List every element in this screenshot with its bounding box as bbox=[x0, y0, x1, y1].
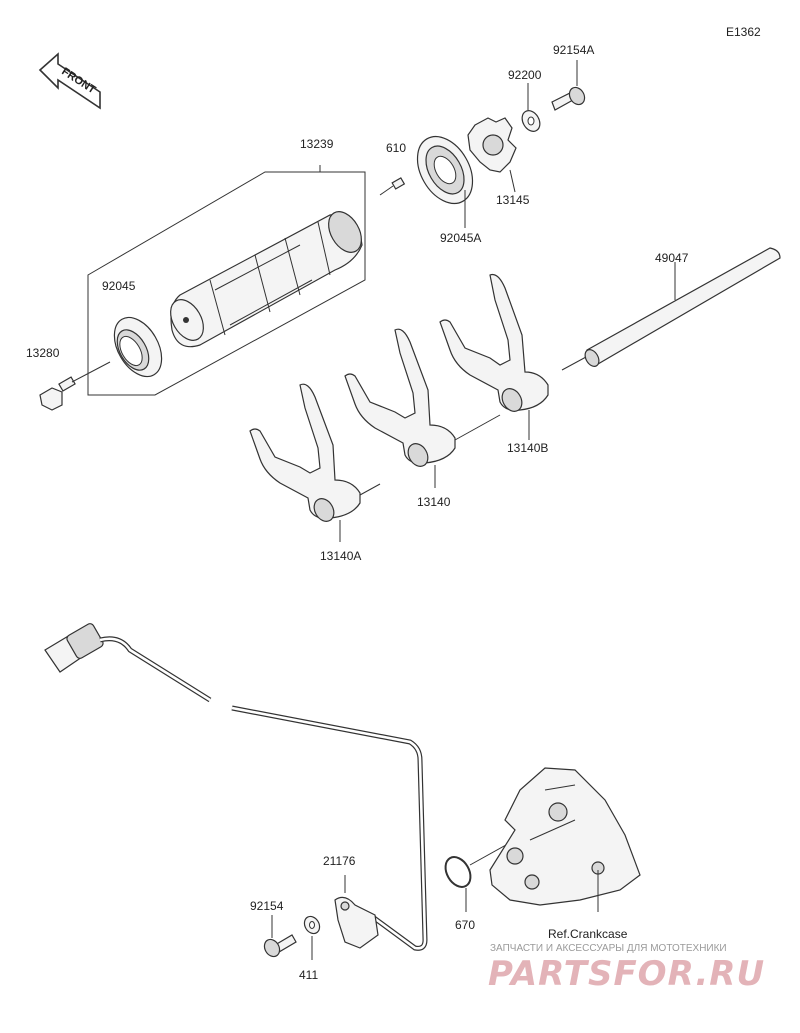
pin-610 bbox=[379, 177, 406, 196]
washer-92200 bbox=[521, 83, 541, 132]
label-610: 610 bbox=[386, 141, 406, 155]
label-92154: 92154 bbox=[250, 899, 284, 913]
bolt-92154 bbox=[263, 915, 297, 958]
crankcase-reference bbox=[489, 767, 641, 912]
fork-13140 bbox=[344, 328, 456, 488]
fork-13140B bbox=[439, 273, 549, 440]
cam-13145 bbox=[467, 117, 517, 193]
diagram-code: E1362 bbox=[726, 25, 761, 39]
label-13145: 13145 bbox=[496, 193, 530, 207]
bolt-92154A bbox=[551, 60, 586, 111]
label-92045A: 92045A bbox=[440, 231, 481, 245]
label-49047: 49047 bbox=[655, 251, 689, 265]
label-13140A: 13140A bbox=[320, 549, 361, 563]
label-92200: 92200 bbox=[508, 68, 542, 82]
label-13140B: 13140B bbox=[507, 441, 548, 455]
label-92154A: 92154A bbox=[553, 43, 594, 57]
bearing-92045 bbox=[113, 316, 163, 378]
label-13280: 13280 bbox=[26, 346, 60, 360]
label-21176: 21176 bbox=[323, 854, 356, 868]
fork-13140A bbox=[249, 383, 361, 542]
washer-411 bbox=[303, 915, 321, 960]
shaft-49047 bbox=[561, 247, 781, 371]
watermark-tagline: ЗАПЧАСТИ И АКСЕССУАРЫ ДЛЯ МОТОТЕХНИКИ bbox=[490, 943, 727, 954]
sensor-harness bbox=[44, 623, 428, 951]
label-ref-crankcase: Ref.Crankcase bbox=[548, 927, 628, 941]
pin-13280 bbox=[39, 361, 111, 411]
label-13239: 13239 bbox=[300, 137, 334, 151]
front-arrow-icon: FRONT bbox=[38, 52, 101, 110]
bracket-13239 bbox=[87, 165, 366, 396]
label-670: 670 bbox=[455, 918, 475, 932]
bearing-92045A bbox=[416, 135, 474, 228]
shift-drum bbox=[170, 211, 363, 348]
watermark-brand: PARTSFOR.RU bbox=[488, 954, 765, 994]
label-411: 411 bbox=[299, 968, 318, 982]
label-92045: 92045 bbox=[102, 279, 136, 293]
label-13140: 13140 bbox=[417, 495, 451, 509]
